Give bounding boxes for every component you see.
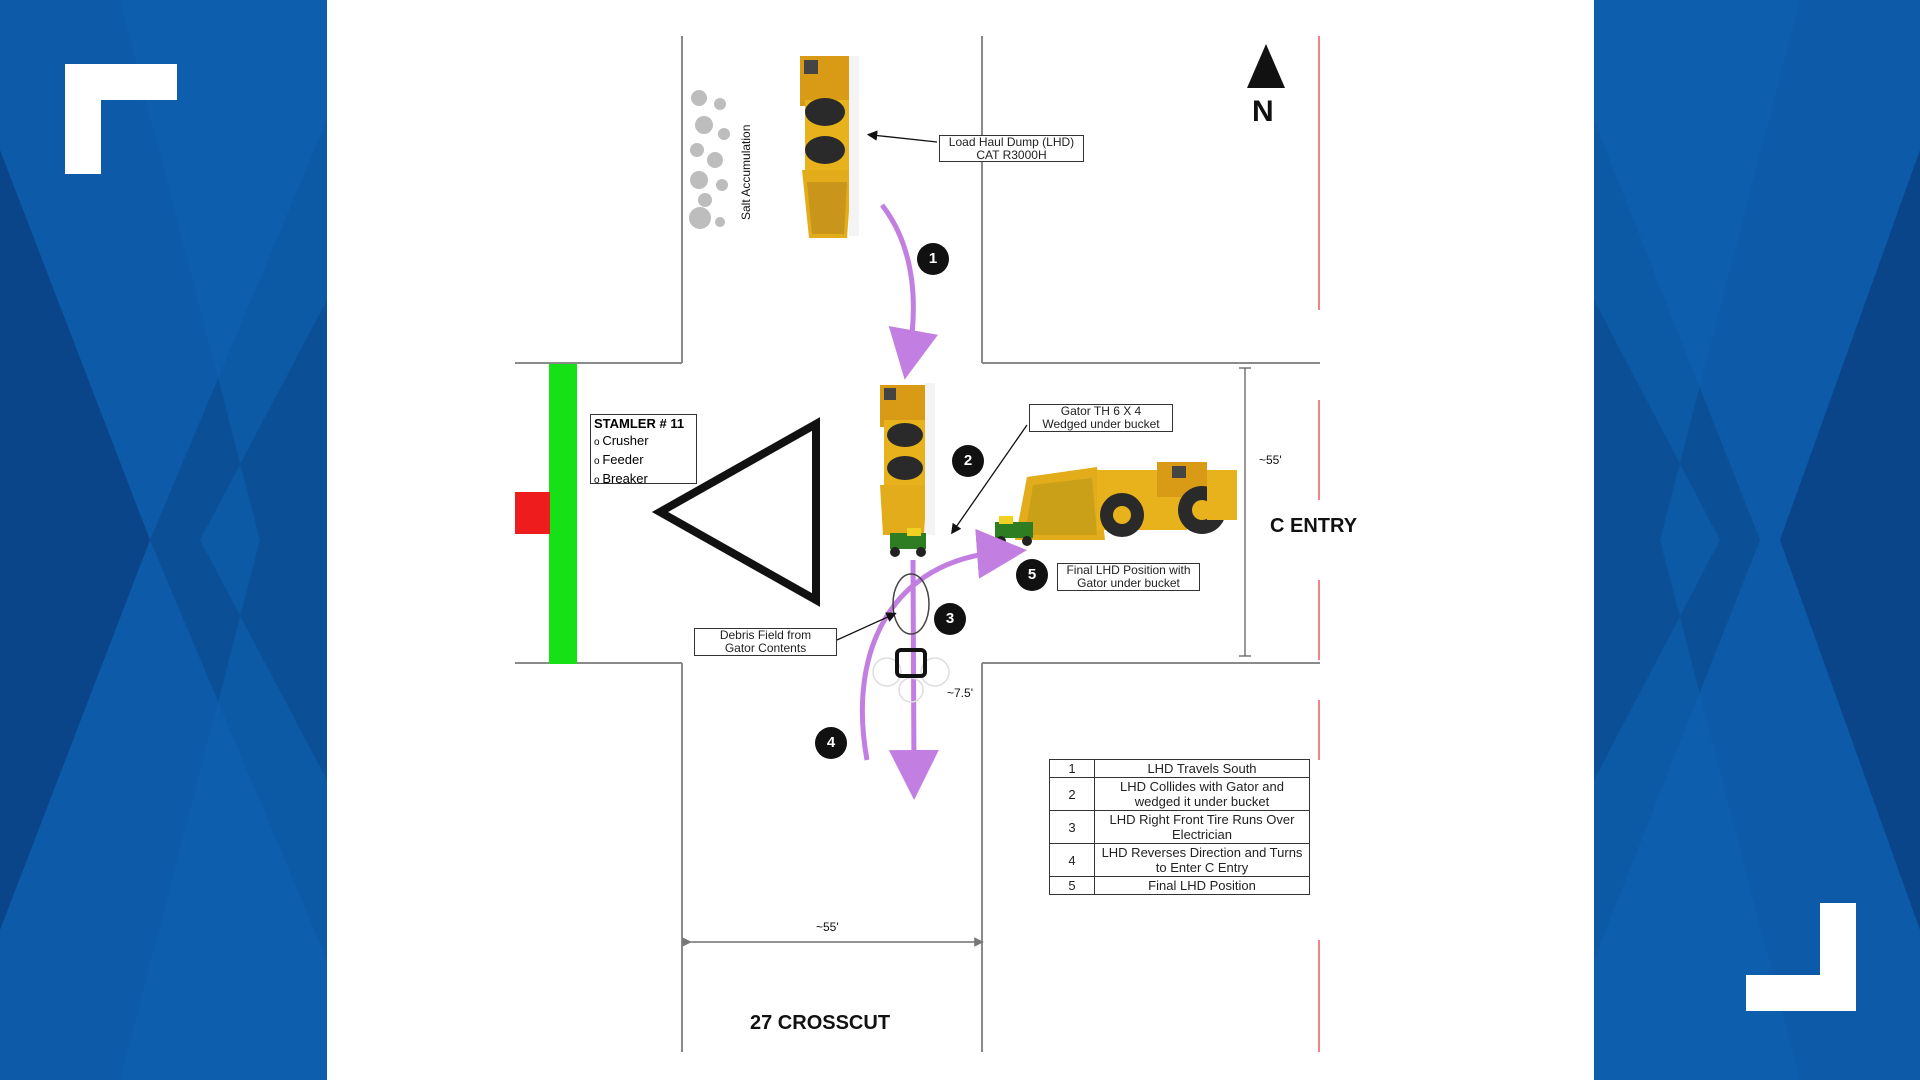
diagram-panel: N Salt Accumulation Load Haul Dump (LHD)… bbox=[327, 0, 1594, 1080]
lhd-vehicle-icon-middle bbox=[880, 383, 935, 535]
red-block bbox=[515, 492, 550, 534]
legend-row: 3 LHD Right Front Tire Runs Over Electri… bbox=[1049, 810, 1310, 844]
legend-row: 1 LHD Travels South bbox=[1049, 759, 1310, 778]
north-arrow-icon bbox=[1247, 44, 1285, 88]
stamler-item: Breaker bbox=[594, 470, 693, 489]
dimension-small-label: ~7.5' bbox=[947, 686, 973, 700]
legend-number: 2 bbox=[1049, 777, 1095, 811]
stamler-title: STAMLER # 11 bbox=[594, 416, 685, 431]
legend-text: LHD Reverses Direction and Turns to Ente… bbox=[1094, 843, 1310, 877]
step-marker-4: 4 bbox=[815, 727, 847, 759]
north-label: N bbox=[1252, 95, 1274, 128]
path-3-arrow bbox=[888, 559, 939, 800]
legend-row: 4 LHD Reverses Direction and Turns to En… bbox=[1049, 843, 1310, 877]
crosscut-label: 27 CROSSCUT bbox=[750, 1012, 891, 1034]
gator-pointer bbox=[951, 424, 1028, 535]
salt-rocks-icon bbox=[689, 90, 730, 229]
debris-pointer bbox=[836, 612, 897, 641]
legend-row: 5 Final LHD Position bbox=[1049, 876, 1310, 895]
legend-table: 1 LHD Travels South 2 LHD Collides with … bbox=[1049, 759, 1310, 895]
step-marker-2: 2 bbox=[952, 445, 984, 477]
lhd-vehicle-icon-top bbox=[800, 56, 859, 238]
legend-number: 3 bbox=[1049, 810, 1095, 844]
corner-bracket-bottom-right bbox=[1820, 903, 1856, 1011]
dimension-vertical bbox=[1239, 367, 1251, 657]
c-entry-label: C ENTRY bbox=[1270, 515, 1358, 537]
passage-walls bbox=[515, 36, 1320, 1052]
step-marker-3: 3 bbox=[934, 603, 966, 635]
debris-field-icon bbox=[892, 573, 930, 635]
legend-number: 1 bbox=[1049, 759, 1095, 778]
dimension-vertical-label: ~55' bbox=[1259, 453, 1282, 467]
legend-row: 2 LHD Collides with Gator and wedged it … bbox=[1049, 777, 1310, 811]
corner-bracket-top-left bbox=[65, 64, 101, 174]
gator-label: Gator TH 6 X 4 Wedged under bucket bbox=[1029, 404, 1173, 432]
legend-number: 5 bbox=[1049, 876, 1095, 895]
legend-text: LHD Travels South bbox=[1094, 759, 1310, 778]
stamler-box: STAMLER # 11 Crusher Feeder Breaker bbox=[590, 414, 697, 486]
debris-label: Debris Field from Gator Contents bbox=[694, 628, 837, 656]
stamler-triangle-icon bbox=[651, 417, 820, 607]
step-marker-1: 1 bbox=[917, 243, 949, 275]
stamler-item: Feeder bbox=[594, 451, 693, 470]
dimension-horizontal-label: ~55' bbox=[816, 920, 839, 934]
stamler-item: Crusher bbox=[594, 432, 693, 451]
legend-text: Final LHD Position bbox=[1094, 876, 1310, 895]
lhd-vehicle-icon-final bbox=[1015, 462, 1237, 540]
step-marker-5: 5 bbox=[1016, 559, 1048, 591]
final-lhd-label: Final LHD Position with Gator under buck… bbox=[1057, 563, 1200, 591]
gator-vehicle-icon-middle bbox=[890, 528, 926, 557]
lhd-label: Load Haul Dump (LHD) CAT R3000H bbox=[939, 135, 1084, 162]
legend-text: LHD Collides with Gator and wedged it un… bbox=[1094, 777, 1310, 811]
electrician-icon bbox=[872, 648, 950, 703]
lhd-pointer bbox=[866, 130, 938, 143]
legend-text: LHD Right Front Tire Runs Over Electrici… bbox=[1094, 810, 1310, 844]
salt-accumulation-label: Salt Accumulation bbox=[739, 124, 753, 220]
green-bar bbox=[549, 364, 577, 664]
mine-diagram bbox=[515, 36, 1320, 1052]
path-1-arrow bbox=[880, 203, 938, 380]
legend-number: 4 bbox=[1049, 843, 1095, 877]
